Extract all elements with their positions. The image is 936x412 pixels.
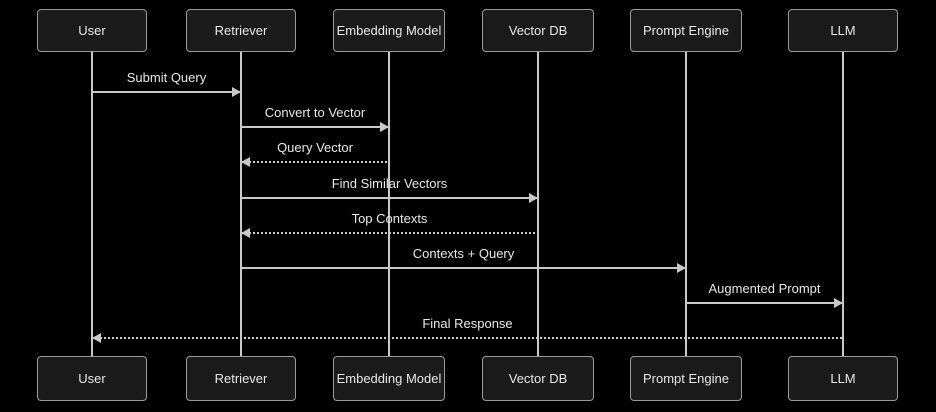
message-top-contexts-label: Top Contexts: [351, 211, 428, 226]
message-final-response-line: [92, 337, 843, 339]
participant-llm-top: LLM: [788, 9, 898, 52]
participant-label: Prompt Engine: [643, 23, 729, 38]
arrowhead-right-icon: [834, 298, 843, 308]
participant-llm-bottom: LLM: [788, 356, 898, 401]
participant-user-bottom: User: [37, 356, 147, 401]
message-find-similar-vectors-label: Find Similar Vectors: [331, 176, 448, 191]
arrowhead-right-icon: [529, 193, 538, 203]
participant-retriever-top: Retriever: [186, 9, 296, 52]
participant-label: Vector DB: [508, 23, 568, 38]
participant-retriever-bottom: Retriever: [186, 356, 296, 401]
participant-vector-db-top: Vector DB: [482, 9, 594, 52]
arrowhead-left-icon: [92, 333, 101, 343]
participant-label: Retriever: [214, 23, 268, 38]
participant-label: LLM: [830, 23, 856, 38]
participant-label: Embedding Model: [336, 371, 442, 386]
participant-prompt-engine-top: Prompt Engine: [630, 9, 742, 52]
lifeline-prompt-engine: [685, 52, 687, 356]
participant-prompt-engine-bottom: Prompt Engine: [630, 356, 742, 401]
message-final-response-label: Final Response: [422, 316, 513, 331]
lifeline-embedding-model: [388, 52, 390, 356]
participant-vector-db-bottom: Vector DB: [482, 356, 594, 401]
lifeline-llm: [842, 52, 844, 356]
arrowhead-right-icon: [677, 263, 686, 273]
participant-label: Embedding Model: [336, 23, 442, 38]
message-submit-query-line: [92, 91, 241, 93]
message-augmented-prompt-line: [686, 302, 843, 304]
participant-label: Prompt Engine: [643, 371, 729, 386]
message-augmented-prompt-label: Augmented Prompt: [708, 281, 821, 296]
message-find-similar-vectors-line: [241, 197, 538, 199]
message-convert-to-vector-label: Convert to Vector: [264, 105, 366, 120]
participant-embedding-model-top: Embedding Model: [333, 9, 445, 52]
lifeline-user: [91, 52, 93, 356]
participant-user-top: User: [37, 9, 147, 52]
participant-label: Vector DB: [508, 371, 568, 386]
lifeline-vector-db: [537, 52, 539, 356]
participant-label: User: [78, 23, 106, 38]
participant-embedding-model-bottom: Embedding Model: [333, 356, 445, 401]
message-query-vector-line: [241, 161, 389, 163]
arrowhead-left-icon: [241, 157, 250, 167]
message-contexts-query-label: Contexts + Query: [412, 246, 515, 261]
arrowhead-right-icon: [232, 87, 241, 97]
message-convert-to-vector-line: [241, 126, 389, 128]
message-query-vector-label: Query Vector: [277, 140, 353, 155]
arrowhead-right-icon: [380, 122, 389, 132]
participant-label: LLM: [830, 371, 856, 386]
message-contexts-query-line: [241, 267, 686, 269]
participant-label: User: [78, 371, 106, 386]
arrowhead-left-icon: [241, 228, 250, 238]
participant-label: Retriever: [214, 371, 268, 386]
message-submit-query-label: Submit Query: [126, 70, 207, 85]
lifeline-retriever: [240, 52, 242, 356]
message-top-contexts-line: [241, 232, 538, 234]
